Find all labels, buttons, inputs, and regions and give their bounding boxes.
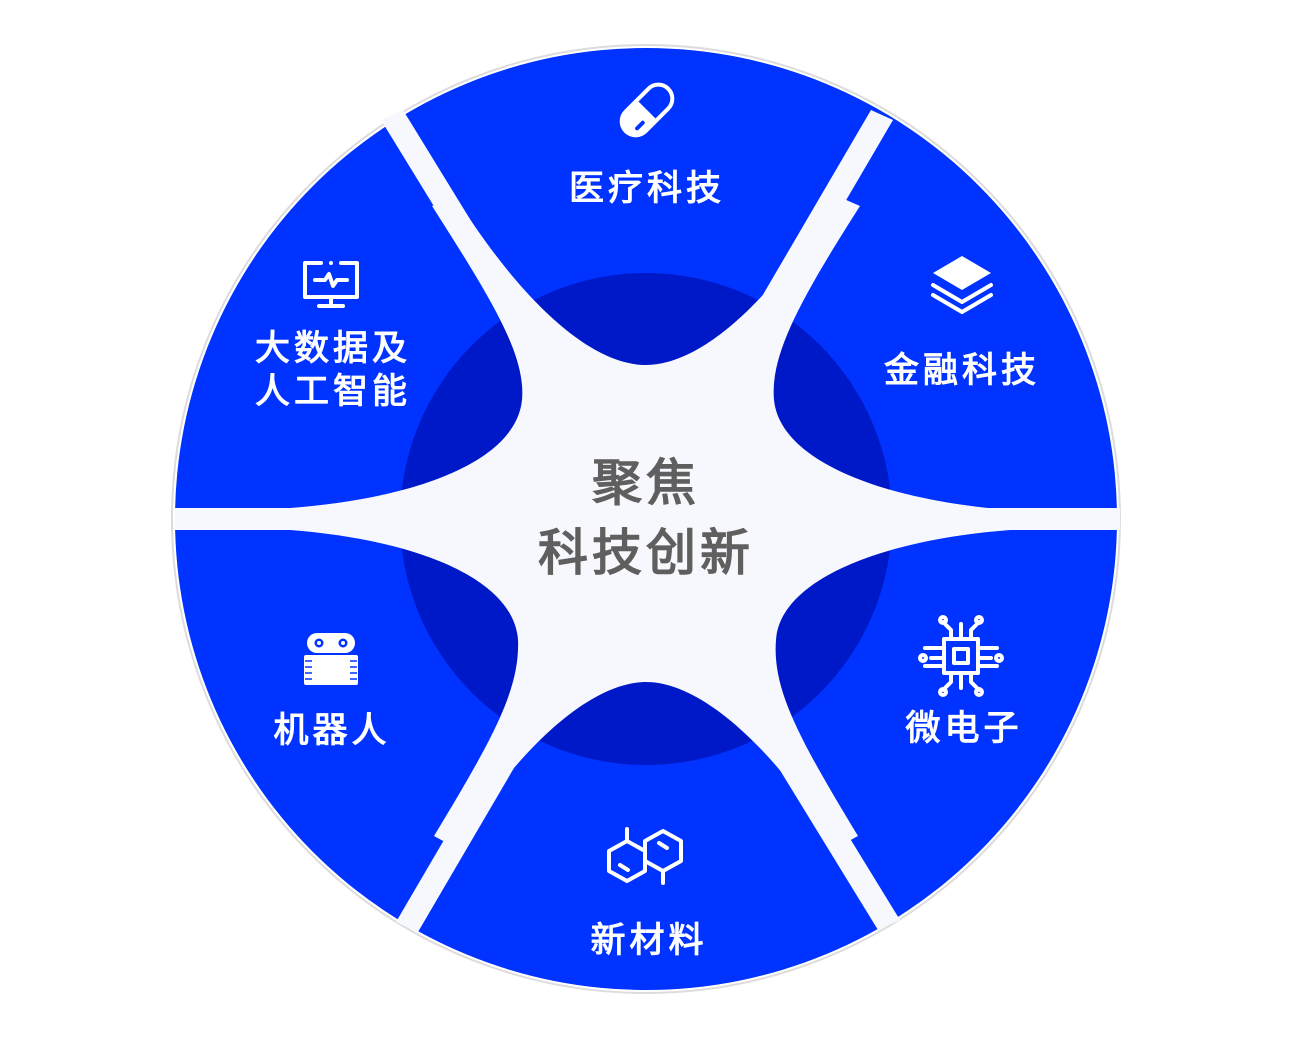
molecule-hexagon-icon <box>607 827 683 885</box>
center-title-line2: 科技创新 <box>538 524 754 582</box>
pill-capsule-icon <box>619 82 675 138</box>
chip-icon <box>918 615 1004 697</box>
segment-label-medical: 医疗科技 <box>569 169 725 209</box>
segment-label-new-materials: 新材料 <box>590 921 707 961</box>
segment-label-fintech: 金融科技 <box>883 350 1040 391</box>
stacked-layers-icon <box>931 256 993 314</box>
segment-label-robotics: 机器人 <box>273 711 390 751</box>
segment-microelectronics[interactable]: 微电子 <box>904 615 1022 749</box>
monitor-pulse-icon <box>303 261 359 308</box>
segment-label-microelectronics: 微电子 <box>904 709 1022 749</box>
segment-robotics[interactable]: 机器人 <box>273 633 390 751</box>
segment-label-bigdata-ai-line1: 大数据及 <box>255 329 411 369</box>
robot-icon <box>304 633 358 685</box>
segment-bigdata-ai[interactable]: 大数据及 人工智能 <box>255 261 411 412</box>
segment-new-materials[interactable]: 新材料 <box>590 827 707 961</box>
star-center-body <box>290 196 1010 848</box>
segment-medical[interactable]: 医疗科技 <box>569 79 725 209</box>
center-title-line1: 聚焦 <box>591 454 700 512</box>
segment-label-bigdata-ai-line2: 人工智能 <box>255 372 411 412</box>
segment-fintech[interactable]: 金融科技 <box>883 256 1040 391</box>
